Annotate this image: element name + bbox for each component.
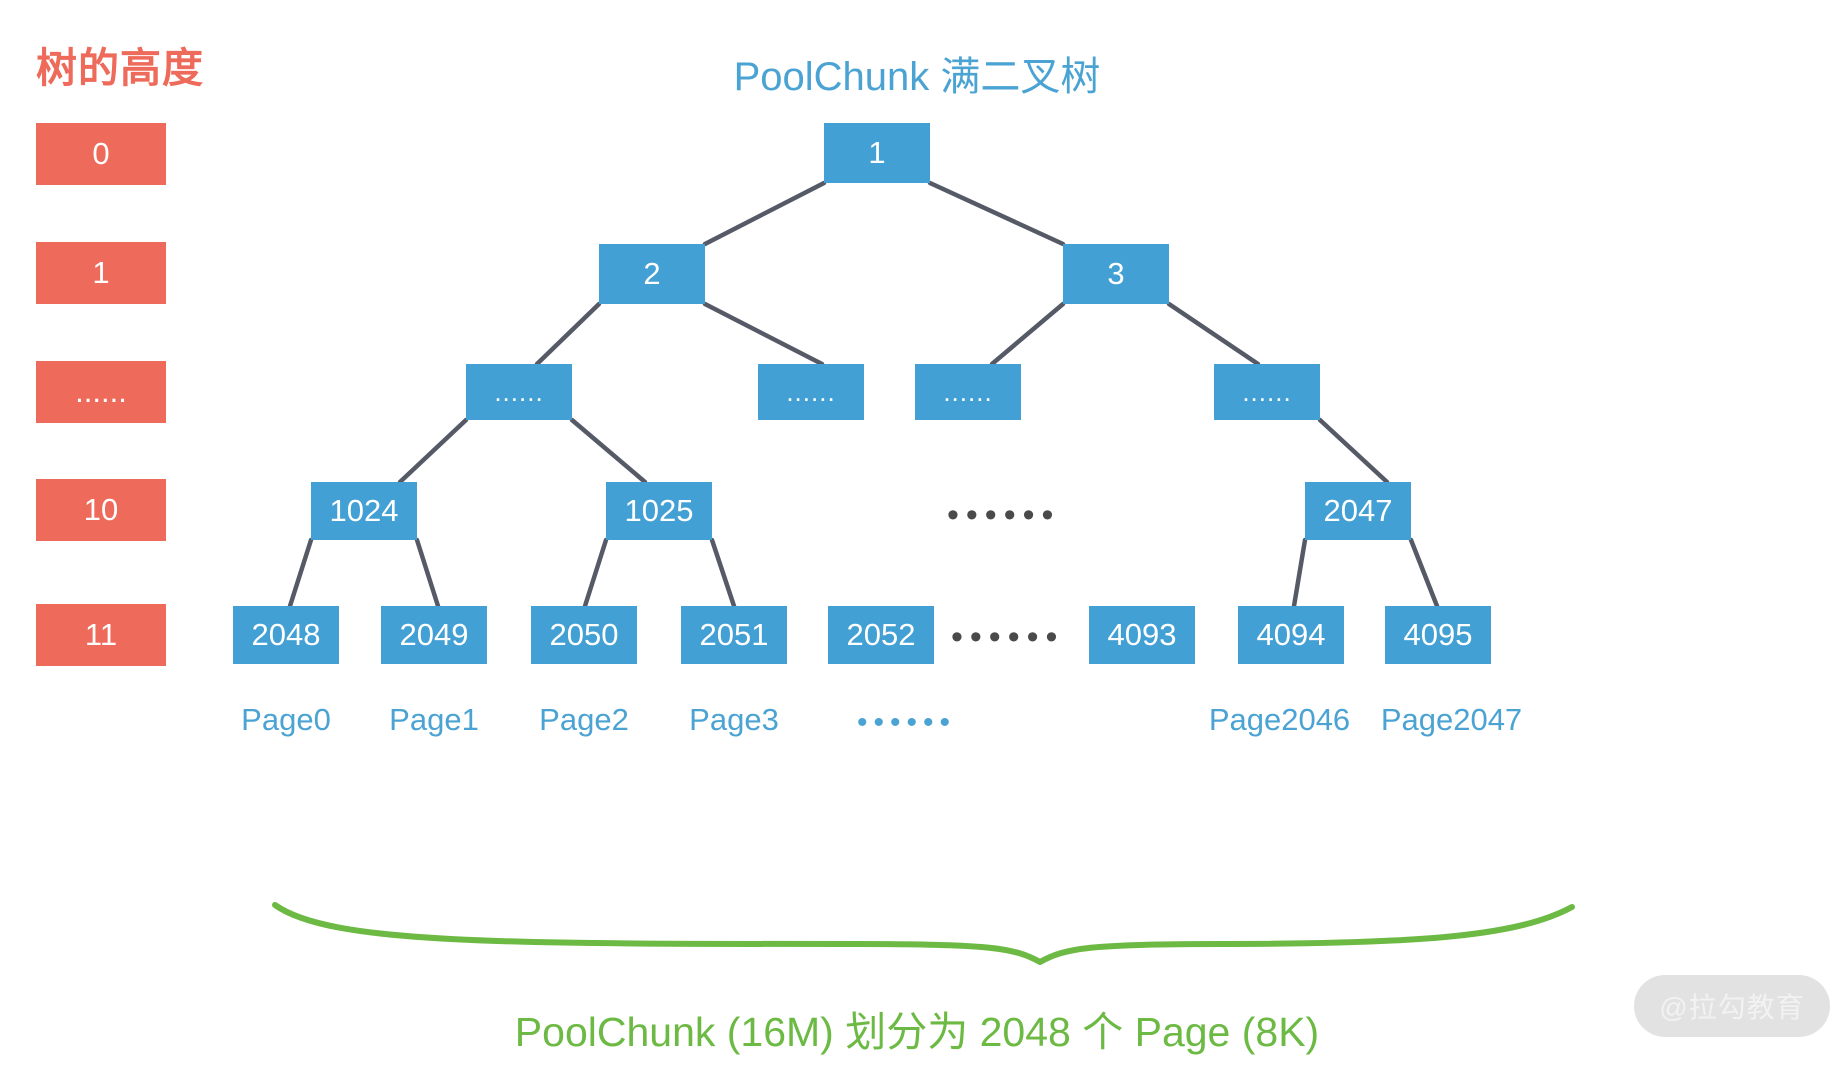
tree-node-label: 4095 <box>1403 617 1473 652</box>
tree-node-label: 2049 <box>399 617 469 652</box>
tree-node-label: 2052 <box>846 617 916 652</box>
tree-node-label: ...... <box>786 376 836 407</box>
height-box: 10 <box>36 479 166 541</box>
page-title-left: 树的高度 <box>36 45 204 91</box>
edge-e1-1025 <box>569 417 648 485</box>
tree-node[interactable]: 2047 <box>1305 482 1411 540</box>
edge-2047-4094 <box>1291 537 1308 609</box>
page-label: Page2 <box>539 702 629 737</box>
tree-node-label: 4094 <box>1256 617 1326 652</box>
watermark-badge: @拉勾教育 <box>1634 975 1830 1037</box>
level-11-ellipsis: •••••• <box>951 618 1065 656</box>
tree-node-label: ...... <box>1242 376 1292 407</box>
height-box-label: 1 <box>92 255 110 290</box>
tree-node-label: 1 <box>868 135 886 170</box>
tree-node-ellipsis[interactable]: ...... <box>758 364 864 420</box>
page-label: Page1 <box>389 702 479 737</box>
edge-e1-1024 <box>397 417 469 485</box>
tree-node[interactable]: 1025 <box>606 482 712 540</box>
page-label: Page2047 <box>1380 702 1523 737</box>
edge-e4-2047 <box>1317 417 1390 485</box>
tree-node-label: 2050 <box>549 617 619 652</box>
tree-node-label: 2051 <box>699 617 769 652</box>
edge-3-right <box>1166 301 1261 367</box>
height-box: 11 <box>36 604 166 666</box>
tree-node-label: 2047 <box>1323 493 1393 528</box>
edge-1-2 <box>702 180 827 247</box>
tree-node-label: 1024 <box>329 493 399 528</box>
tree-leaf-node[interactable]: 2052 <box>828 606 934 664</box>
tree-leaf-node[interactable]: 2050 <box>531 606 637 664</box>
height-box-label: 10 <box>83 492 119 527</box>
green-brace <box>272 902 1575 965</box>
height-box: 0 <box>36 123 166 185</box>
tree-node[interactable]: 1024 <box>311 482 417 540</box>
tree-leaf-node[interactable]: 4095 <box>1385 606 1491 664</box>
tree-leaf-node[interactable]: 4094 <box>1238 606 1344 664</box>
edge-1-3 <box>927 180 1066 247</box>
page-label: Page3 <box>689 702 779 737</box>
tree-node-ellipsis[interactable]: ...... <box>1214 364 1320 420</box>
height-box-label: 0 <box>92 136 110 171</box>
tree-node-label: 1025 <box>624 493 694 528</box>
edge-1025-2051 <box>709 537 737 609</box>
page-label-ellipsis: •••••• <box>857 706 957 739</box>
tree-node[interactable]: 3 <box>1063 244 1169 304</box>
height-box: ...... <box>36 361 166 423</box>
edge-1025-2050 <box>582 537 609 609</box>
tree-node-ellipsis[interactable]: ...... <box>915 364 1021 420</box>
tree-node-label: ...... <box>943 376 993 407</box>
tree-leaf-node[interactable]: 2048 <box>233 606 339 664</box>
page-label: Page0 <box>241 702 331 737</box>
tree-leaf-node[interactable]: 2051 <box>681 606 787 664</box>
tree-node-label: 4093 <box>1107 617 1177 652</box>
edge-3-left <box>989 301 1066 367</box>
height-box-label: 11 <box>84 617 118 652</box>
tree-node[interactable]: 2 <box>599 244 705 304</box>
edge-2-left <box>534 301 602 367</box>
tree-node-label: ...... <box>494 376 544 407</box>
height-box: 1 <box>36 242 166 304</box>
edge-1024-2049 <box>414 537 441 609</box>
level-10-ellipsis: •••••• <box>947 496 1061 534</box>
tree-leaf-node[interactable]: 2049 <box>381 606 487 664</box>
height-box-label: ...... <box>75 374 127 409</box>
edge-2047-4095 <box>1408 537 1440 609</box>
page-label: Page2046 <box>1208 702 1351 737</box>
tree-node-ellipsis[interactable]: ...... <box>466 364 572 420</box>
tree-node-label: 3 <box>1107 256 1125 291</box>
tree-node-label: 2 <box>643 256 661 291</box>
edge-1024-2048 <box>287 537 314 609</box>
tree-node-label: 2048 <box>251 617 321 652</box>
tree-leaf-node[interactable]: 4093 <box>1089 606 1195 664</box>
bottom-caption: PoolChunk (16M) 划分为 2048 个 Page (8K) <box>514 1009 1320 1055</box>
page-title-center: PoolChunk 满二叉树 <box>733 55 1101 99</box>
edge-2-right <box>702 301 825 367</box>
tree-node-root[interactable]: 1 <box>824 123 930 183</box>
